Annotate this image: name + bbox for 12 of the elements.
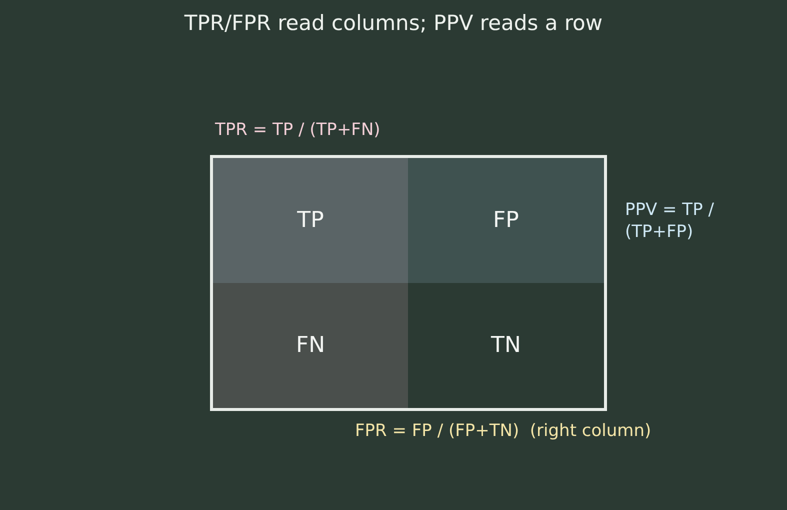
formula-note: TPR = TP / (TP+FN) <box>215 120 380 140</box>
matrix-cell <box>408 155 607 286</box>
matrix-cell <box>210 283 411 411</box>
cell-label: FP <box>493 208 519 233</box>
cell-label: TP <box>297 208 324 233</box>
formula-note: FPR = FP / (FP+TN) (right column) <box>355 421 652 441</box>
formula-note: PPV = TP / (TP+FP) <box>625 199 715 243</box>
matrix-cell <box>210 155 411 286</box>
cell-label: TN <box>491 333 521 358</box>
matrix-cell <box>408 283 607 411</box>
cell-label: FN <box>296 333 326 358</box>
chart-title: TPR/FPR read columns; PPV reads a row <box>183 11 604 35</box>
